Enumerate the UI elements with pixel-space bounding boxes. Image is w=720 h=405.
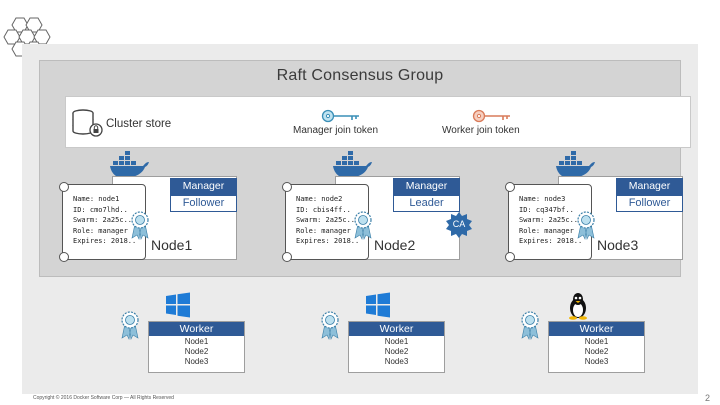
cert-swarm-line: Swarm: 2a25c.. xyxy=(519,216,579,224)
certificate-ribbon-icon xyxy=(121,311,139,340)
worker-join-token-label: Worker join token xyxy=(442,125,520,136)
certificate-ribbon-icon xyxy=(521,311,539,340)
worker-node-line: Node1 xyxy=(584,337,609,346)
node-name: Node2 xyxy=(374,237,416,253)
manager-key-icon xyxy=(321,109,359,123)
certificate-ribbon-icon xyxy=(321,311,339,340)
manager-join-token-label: Manager join token xyxy=(293,125,379,136)
ca-badge-icon xyxy=(446,212,472,238)
worker-node-3: Worker Node1 Node2 Node3 xyxy=(520,292,645,374)
worker-node-line: Node2 xyxy=(584,347,609,356)
manager-node-1: Manager Follower Node1 Name: node1 ID: c… xyxy=(59,150,238,263)
worker-card: Worker Node1 Node2 Node3 xyxy=(348,321,445,373)
node-name: Node1 xyxy=(151,237,193,253)
worker-node-1: Worker Node1 Node2 Node3 xyxy=(120,292,245,374)
certificate-ribbon-icon xyxy=(577,211,595,240)
copyright-footer: Copyright © 2016 Docker Software Corp — … xyxy=(33,395,174,401)
cert-swarm-line: Swarm: 2a25c.. xyxy=(296,216,356,224)
scroll-roll xyxy=(505,252,515,262)
worker-node-line: Node3 xyxy=(184,357,209,366)
docker-whale-icon xyxy=(556,151,595,178)
worker-node-line: Node1 xyxy=(384,337,409,346)
role-label: Worker xyxy=(549,322,644,336)
cert-swarm-line: Swarm: 2a25c.. xyxy=(73,216,133,224)
certificate-scroll: Name: node2 ID: cbis4ff.. Swarm: 2a25c..… xyxy=(282,182,369,262)
database-lock-icon xyxy=(72,109,103,137)
cert-id-line: ID: cq347bf.. xyxy=(519,205,574,214)
state-label: Follower xyxy=(170,195,237,212)
scroll-roll xyxy=(282,182,292,192)
role-label: Manager xyxy=(616,178,683,195)
ca-label: CA xyxy=(452,219,466,229)
node-name: Node3 xyxy=(597,237,639,253)
scroll-roll xyxy=(505,182,515,192)
worker-key-icon xyxy=(472,109,510,123)
cluster-store-box: Cluster store Manager join token Worker … xyxy=(65,96,691,148)
role-label: Manager xyxy=(170,178,237,195)
cert-role-line: Role: manager xyxy=(73,226,128,235)
page-number: 2 xyxy=(705,393,711,403)
scroll-roll xyxy=(59,182,69,192)
cert-expires-line: Expires: 2018.. xyxy=(73,237,137,245)
cert-id-line: ID: cbis4ff.. xyxy=(296,205,351,214)
windows-icon xyxy=(366,292,390,318)
linux-tux-icon xyxy=(569,293,587,320)
certificate-scroll: Name: node3 ID: cq347bf.. Swarm: 2a25c..… xyxy=(505,182,592,262)
cert-id-line: ID: cmo7lhd.. xyxy=(73,205,128,214)
worker-node-line: Node2 xyxy=(184,347,209,356)
state-label: Leader xyxy=(393,195,460,212)
worker-node-line: Node3 xyxy=(584,357,609,366)
windows-icon xyxy=(166,292,190,318)
cluster-store-label: Cluster store xyxy=(106,118,172,130)
scroll-roll xyxy=(282,252,292,262)
role-label: Worker xyxy=(149,322,244,336)
role-label: Worker xyxy=(349,322,444,336)
manager-node-2: Manager Leader Node2 Name: node2 ID: cbi… xyxy=(282,150,461,263)
cert-name-line: Name: node3 xyxy=(519,195,566,203)
docker-whale-icon xyxy=(110,151,149,178)
certificate-ribbon-icon xyxy=(354,211,372,240)
cert-name-line: Name: node2 xyxy=(296,195,343,203)
scroll-roll xyxy=(59,252,69,262)
worker-card: Worker Node1 Node2 Node3 xyxy=(148,321,245,373)
cert-expires-line: Expires: 2018.. xyxy=(296,237,360,245)
worker-node-line: Node3 xyxy=(384,357,409,366)
group-title: Raft Consensus Group xyxy=(276,67,444,84)
role-label: Manager xyxy=(393,178,460,195)
worker-card: Worker Node1 Node2 Node3 xyxy=(548,321,645,373)
manager-node-3: Manager Follower Node3 Name: node3 ID: c… xyxy=(505,150,684,263)
worker-node-line: Node2 xyxy=(384,347,409,356)
worker-node-line: Node1 xyxy=(184,337,209,346)
worker-node-2: Worker Node1 Node2 Node3 xyxy=(320,292,445,374)
cert-expires-line: Expires: 2018.. xyxy=(519,237,583,245)
cert-role-line: Role: manager xyxy=(296,226,351,235)
state-label: Follower xyxy=(616,195,683,212)
cert-name-line: Name: node1 xyxy=(73,195,120,203)
certificate-ribbon-icon xyxy=(131,211,149,240)
docker-whale-icon xyxy=(333,151,372,178)
cert-role-line: Role: manager xyxy=(519,226,574,235)
